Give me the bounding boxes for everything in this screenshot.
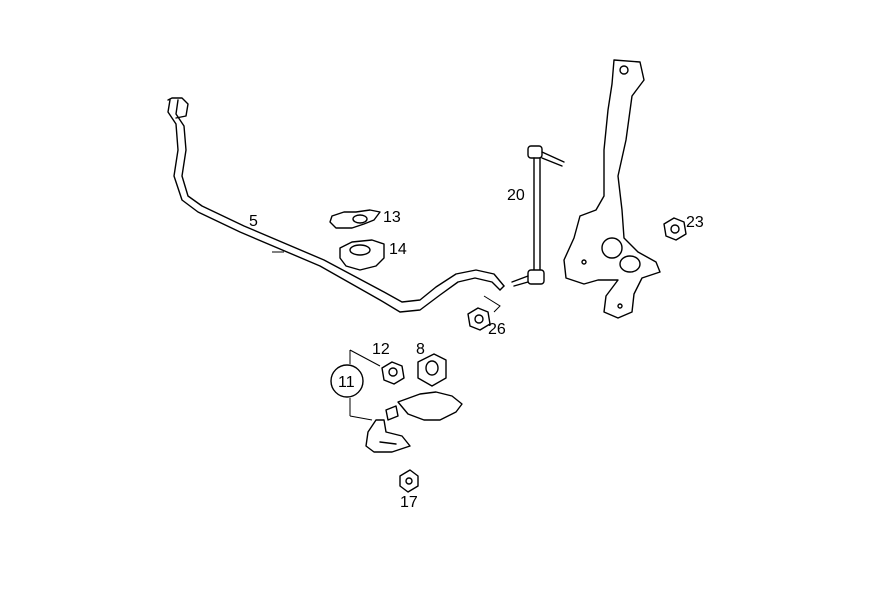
bracket-plate (329, 209, 381, 229)
nut-26 (467, 307, 491, 331)
nut-12 (381, 361, 405, 385)
callout-23: 23 (686, 214, 704, 231)
callout-11: 11 (338, 374, 355, 391)
callout-14: 14 (389, 241, 407, 258)
nut-23 (663, 217, 687, 241)
callout-8: 8 (416, 341, 425, 358)
callout-20: 20 (507, 187, 525, 204)
callout-13: 13 (383, 209, 401, 226)
callout-5: 5 (249, 213, 258, 230)
bushing-8 (417, 353, 447, 387)
steering-knuckle (563, 59, 661, 319)
nut-17 (399, 469, 419, 493)
stabilizer-bar (167, 97, 505, 313)
leader-lines (349, 295, 501, 421)
callout-26: 26 (488, 321, 506, 338)
stabilizer-bracket (365, 391, 463, 453)
callout-12: 12 (372, 341, 390, 358)
callout-17: 17 (400, 494, 418, 511)
callout-11-circle (330, 364, 364, 398)
rubber-mount (339, 239, 385, 271)
link-rod (511, 145, 565, 287)
